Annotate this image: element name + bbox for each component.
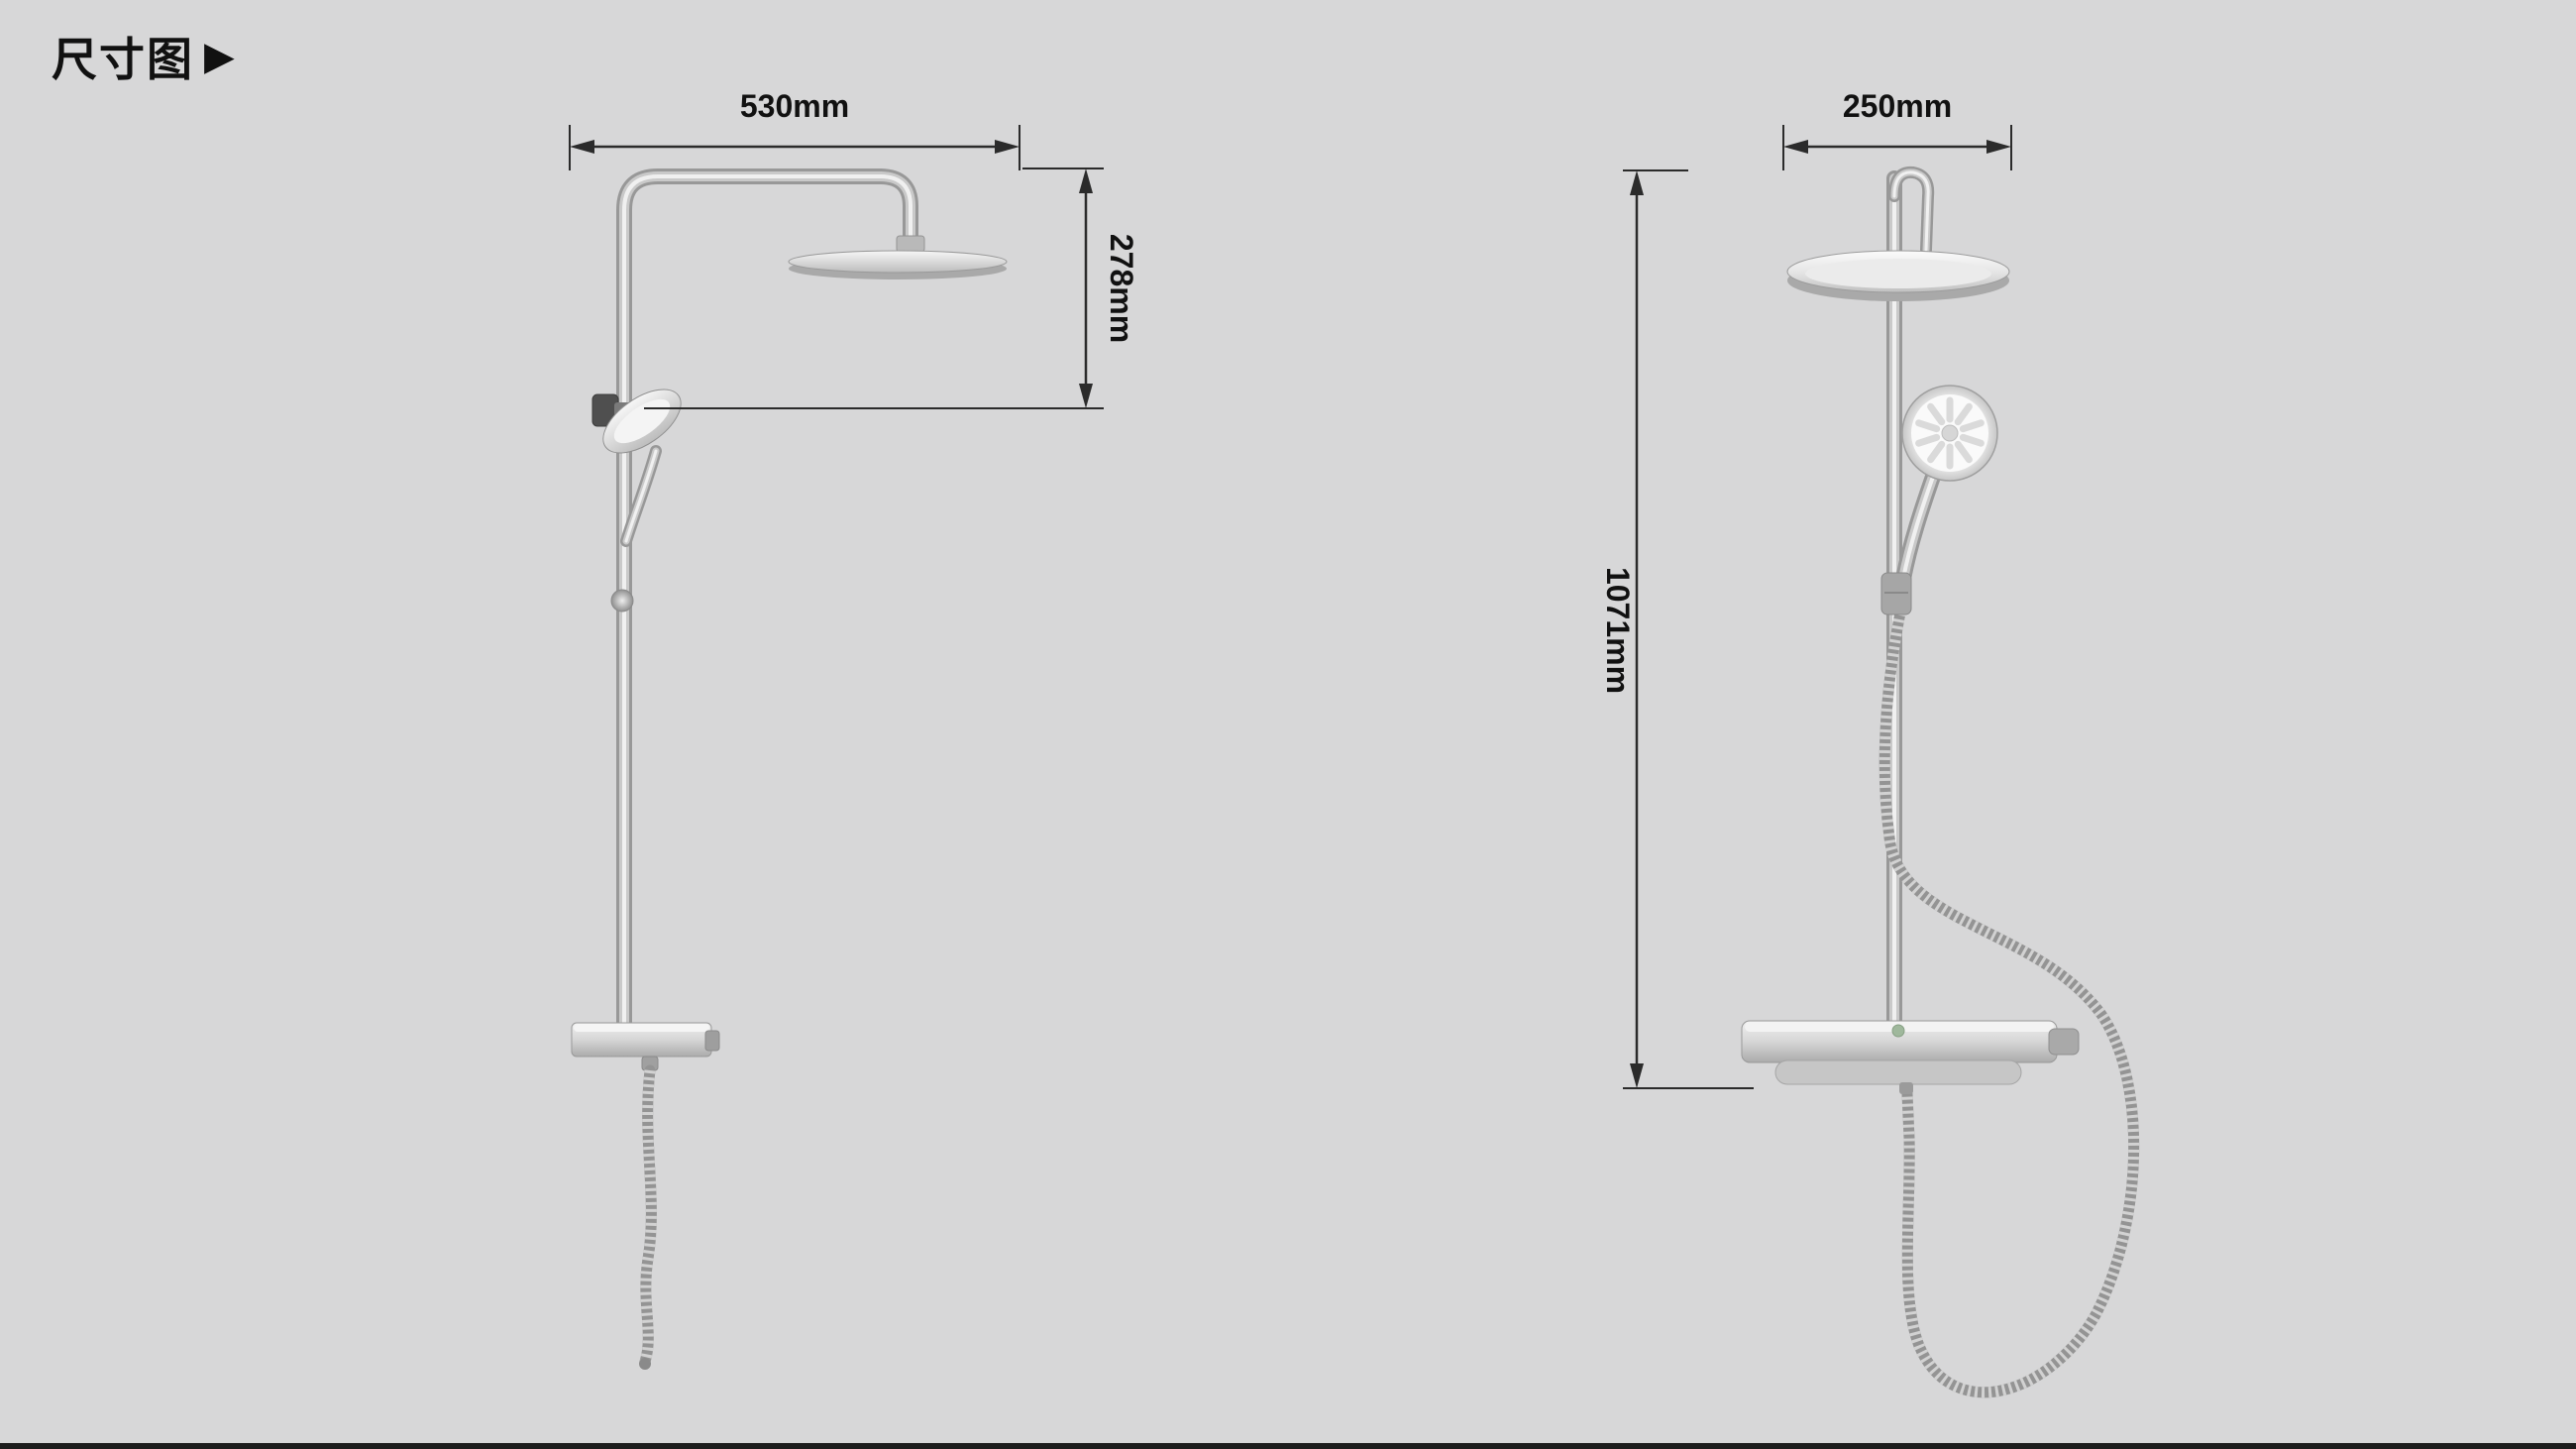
- valve-knob-side: [704, 1030, 720, 1052]
- rain-shower-head-side: [788, 250, 1008, 279]
- hand-shower-handle-front: [1895, 466, 1942, 587]
- arrowhead-left: [570, 140, 594, 154]
- dimension-label-1071mm: 1071mm: [1600, 567, 1636, 694]
- arrowhead-top: [1630, 170, 1644, 195]
- shelf-button: [1891, 1024, 1905, 1038]
- shelf-front: [1741, 1020, 2080, 1094]
- dimension-1071mm: 1071mm: [1600, 169, 1754, 1089]
- soap-tray-front: [1774, 1059, 2022, 1085]
- spray-hub: [1941, 424, 1959, 442]
- front-view: 250mm 1071mm: [1600, 88, 2140, 1398]
- side-view: 530mm 278mm: [569, 88, 1139, 1370]
- dimension-530mm: 530mm: [569, 88, 1020, 170]
- top-gooseneck-front: [1888, 166, 1935, 256]
- arrowhead-bottom: [1630, 1063, 1644, 1088]
- hose-connector-front: [1899, 1082, 1913, 1094]
- dimension-label-278mm: 278mm: [1104, 234, 1139, 343]
- hose-end-tip-side: [639, 1358, 651, 1370]
- bottom-border: [0, 1443, 2576, 1449]
- arrowhead-right: [1986, 140, 2011, 154]
- title-text: 尺寸图: [52, 34, 194, 85]
- hand-shower-handle-side: [620, 445, 662, 547]
- title-arrow-icon: ▶: [204, 35, 237, 78]
- shower-hose-side: [639, 1064, 657, 1370]
- slide-bar-knob-side: [610, 589, 634, 613]
- spray-pattern: [1919, 400, 1982, 466]
- dimension-278mm: 278mm: [644, 167, 1139, 409]
- riser-and-arm-pipe: [616, 168, 918, 1039]
- rain-head-face-side: [788, 250, 1008, 274]
- dimension-label-250mm: 250mm: [1843, 88, 1952, 124]
- hand-shower-side: [591, 389, 682, 547]
- page-title: 尺寸图 ▶: [52, 24, 237, 89]
- arrowhead-right: [995, 140, 1020, 154]
- shelf-side: [571, 1022, 720, 1071]
- arrowhead-left: [1783, 140, 1808, 154]
- valve-knob-front: [2048, 1028, 2080, 1056]
- hand-shower-front: [1880, 385, 1998, 615]
- shower-hose-front: [1878, 607, 2140, 1398]
- rain-shower-head-front: [1786, 250, 2010, 301]
- arrowhead-top: [1079, 168, 1093, 193]
- rain-head-inner-front: [1805, 259, 1991, 288]
- shelf-top-highlight-side: [574, 1024, 709, 1032]
- dimension-250mm: 250mm: [1782, 88, 2012, 170]
- dimension-label-530mm: 530mm: [740, 88, 849, 124]
- arrowhead-bottom: [1079, 384, 1093, 408]
- hand-shower-face-side: [613, 398, 671, 444]
- rain-head-connector-side: [896, 235, 925, 253]
